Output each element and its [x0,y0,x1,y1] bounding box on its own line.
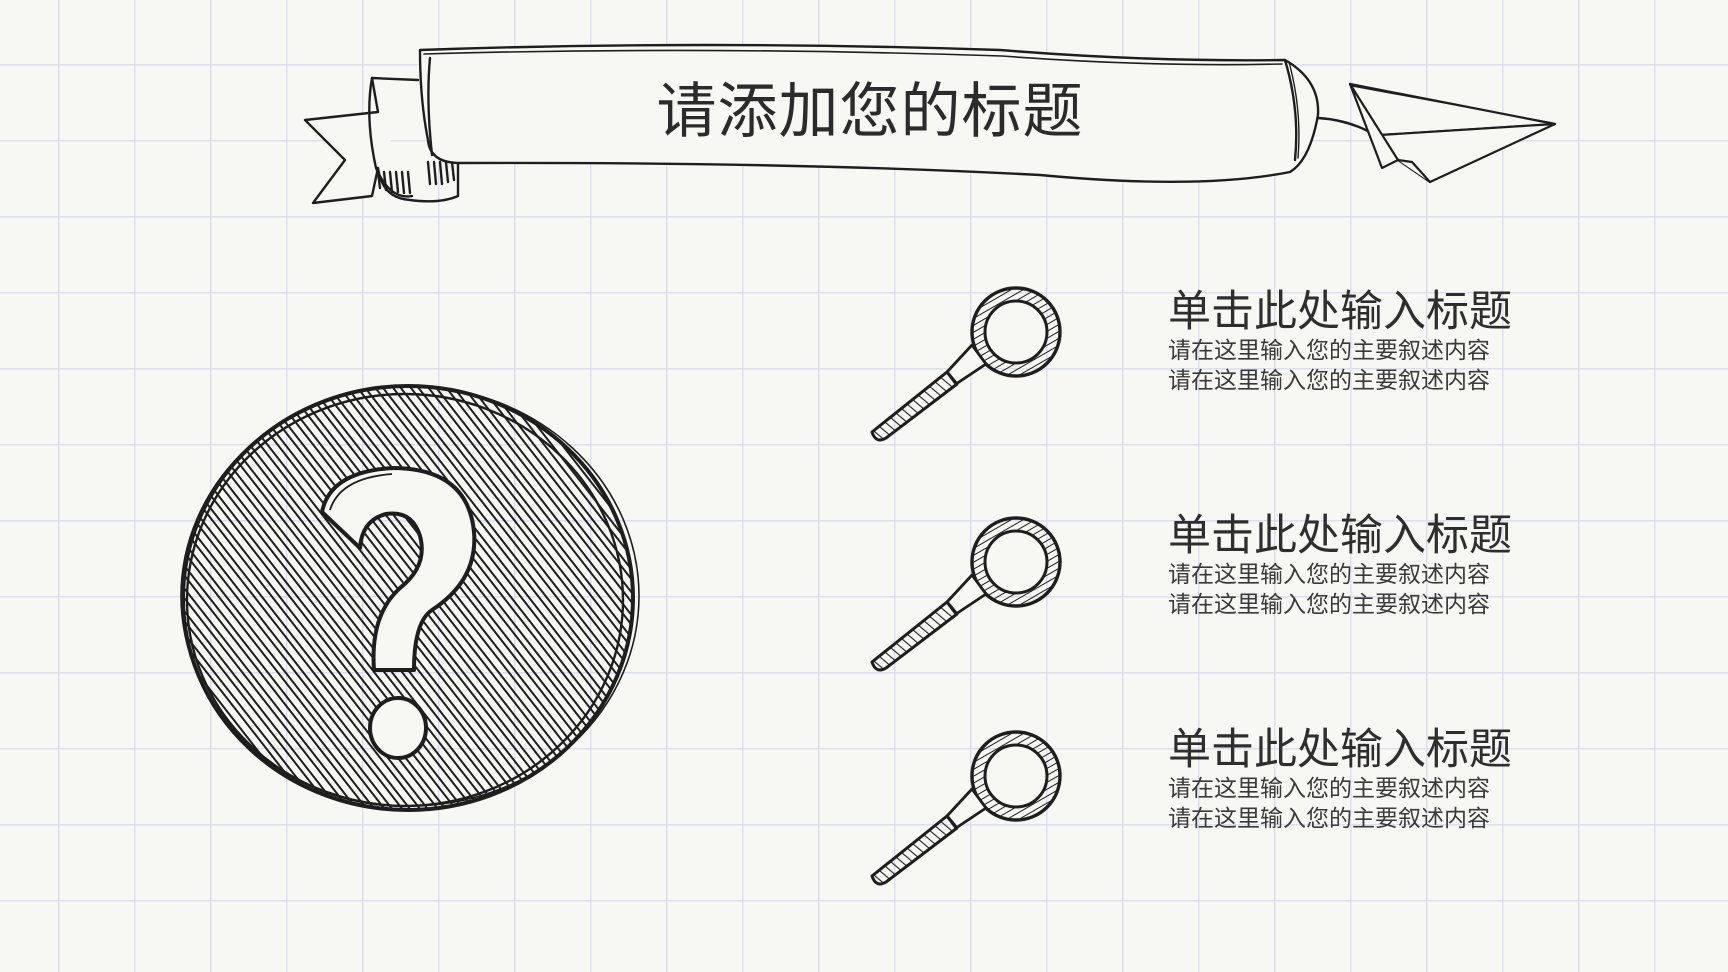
ribbon-banner-icon [303,43,1397,205]
item-description-line[interactable]: 请在这里输入您的主要叙述内容 [1168,806,1490,832]
question-mark-icon [180,384,640,812]
item-description-line[interactable]: 请在这里输入您的主要叙述内容 [1168,562,1490,588]
item-description-line[interactable]: 请在这里输入您的主要叙述内容 [1168,776,1490,802]
list-item: 单击此处输入标题 请在这里输入您的主要叙述内容 请在这里输入您的主要叙述内容 [1168,726,1588,834]
item-description-line[interactable]: 请在这里输入您的主要叙述内容 [1168,368,1490,394]
item-description-line[interactable]: 请在这里输入您的主要叙述内容 [1168,338,1490,364]
item-heading[interactable]: 单击此处输入标题 [1168,287,1512,337]
magnifying-glass-icon [870,286,1062,442]
slide-title[interactable]: 请添加您的标题 [656,77,1084,147]
paper-plane-icon [1348,82,1557,184]
magnifying-glass-icon [870,516,1062,672]
magnifying-glass-icon [870,730,1062,886]
list-item: 单击此处输入标题 请在这里输入您的主要叙述内容 请在这里输入您的主要叙述内容 [1168,512,1588,620]
list-item: 单击此处输入标题 请在这里输入您的主要叙述内容 请在这里输入您的主要叙述内容 [1168,288,1588,396]
item-heading[interactable]: 单击此处输入标题 [1168,511,1512,561]
item-heading[interactable]: 单击此处输入标题 [1168,725,1512,775]
item-description-line[interactable]: 请在这里输入您的主要叙述内容 [1168,592,1490,618]
